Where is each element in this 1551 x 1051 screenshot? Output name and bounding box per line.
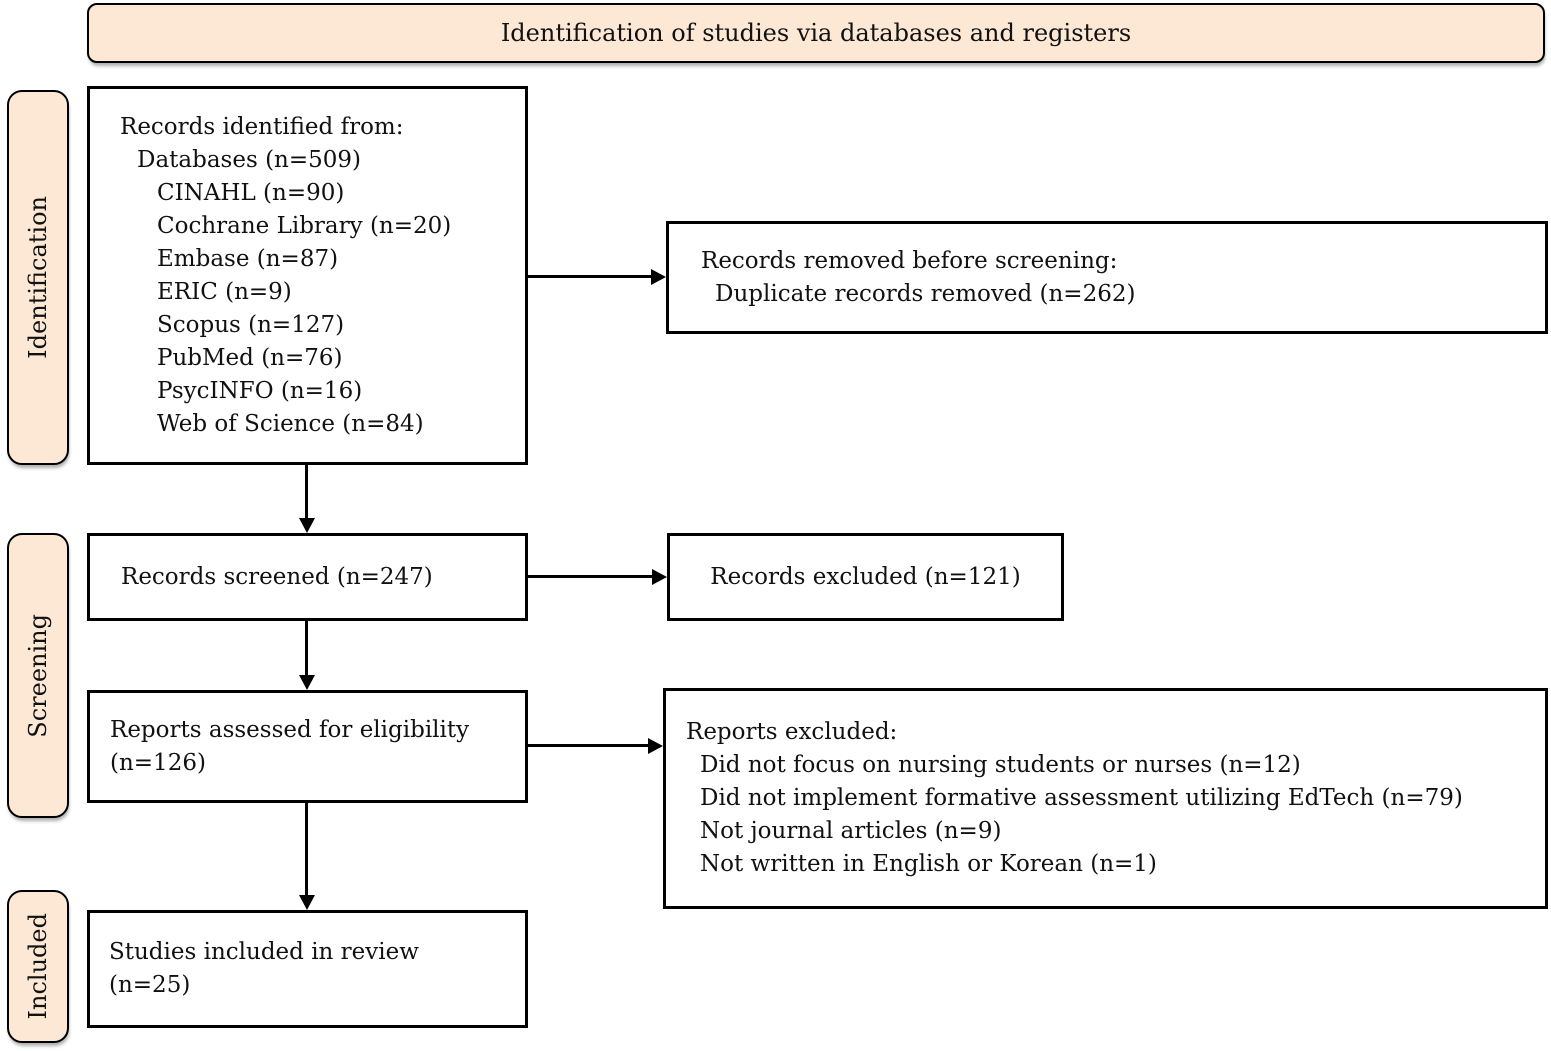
reports-assessed-line: (n=126) xyxy=(110,749,206,776)
arrowhead-down-icon xyxy=(299,675,315,690)
box-reports-assessed: Reports assessed for eligibility (n=126) xyxy=(87,690,528,803)
stage-label-included-text: Included xyxy=(24,913,52,1020)
arrowhead-down-icon xyxy=(299,518,315,533)
arrow-assessed-to-included xyxy=(305,802,308,897)
reports-assessed-line: Reports assessed for eligibility xyxy=(110,716,470,743)
records-identified-line: Embase (n=87) xyxy=(157,245,339,272)
records-identified-line: PsycINFO (n=16) xyxy=(157,377,363,404)
studies-included-line: (n=25) xyxy=(109,972,191,998)
box-records-excluded: Records excluded (n=121) xyxy=(667,533,1064,621)
stage-label-identification-text: Identification xyxy=(24,196,52,359)
stage-label-screening: Screening xyxy=(7,533,69,818)
arrowhead-right-icon xyxy=(651,269,666,285)
records-excluded-line: Records excluded (n=121) xyxy=(710,563,1021,590)
box-records-screened: Records screened (n=247) xyxy=(87,533,528,621)
box-studies-included: Studies included in review (n=25) xyxy=(87,910,528,1028)
records-identified-line: Databases (n=509) xyxy=(137,146,362,173)
arrowhead-right-icon xyxy=(652,569,667,585)
reports-excluded-line: Did not implement formative assessment u… xyxy=(700,785,1463,811)
box-records-removed: Records removed before screening: Duplic… xyxy=(666,221,1548,334)
reports-excluded-line: Not written in English or Korean (n=1) xyxy=(700,851,1157,877)
records-identified-line: Scopus (n=127) xyxy=(157,311,345,338)
reports-excluded-line: Not journal articles (n=9) xyxy=(700,818,1002,844)
stage-label-included: Included xyxy=(7,890,69,1043)
records-identified-line: ERIC (n=9) xyxy=(157,278,292,305)
box-records-identified: Records identified from: Databases (n=50… xyxy=(87,86,528,465)
arrowhead-right-icon xyxy=(648,738,663,754)
records-identified-line: Web of Science (n=84) xyxy=(157,410,424,437)
banner-title: Identification of studies via databases … xyxy=(500,19,1132,47)
records-identified-line: CINAHL (n=90) xyxy=(157,179,345,206)
reports-excluded-line: Reports excluded: xyxy=(686,719,898,745)
records-screened-line: Records screened (n=247) xyxy=(121,563,433,590)
stage-label-screening-text: Screening xyxy=(24,613,52,738)
arrow-assessed-to-reports-excluded xyxy=(527,744,650,747)
records-identified-line: Cochrane Library (n=20) xyxy=(157,212,452,239)
arrow-screened-to-assessed xyxy=(305,620,308,677)
records-removed-line: Duplicate records removed (n=262) xyxy=(715,280,1136,307)
records-identified-line: PubMed (n=76) xyxy=(157,344,343,371)
stage-label-identification: Identification xyxy=(7,90,69,465)
reports-excluded-line: Did not focus on nursing students or nur… xyxy=(700,752,1301,778)
arrowhead-down-icon xyxy=(299,895,315,910)
records-removed-line: Records removed before screening: xyxy=(701,247,1118,274)
box-reports-excluded: Reports excluded: Did not focus on nursi… xyxy=(663,688,1548,909)
arrow-screened-to-excluded xyxy=(527,575,654,578)
arrow-identified-to-screened xyxy=(305,464,308,520)
banner: Identification of studies via databases … xyxy=(87,3,1545,63)
records-identified-line: Records identified from: xyxy=(120,113,404,140)
studies-included-line: Studies included in review xyxy=(109,939,419,965)
arrow-identified-to-removed xyxy=(527,275,653,278)
